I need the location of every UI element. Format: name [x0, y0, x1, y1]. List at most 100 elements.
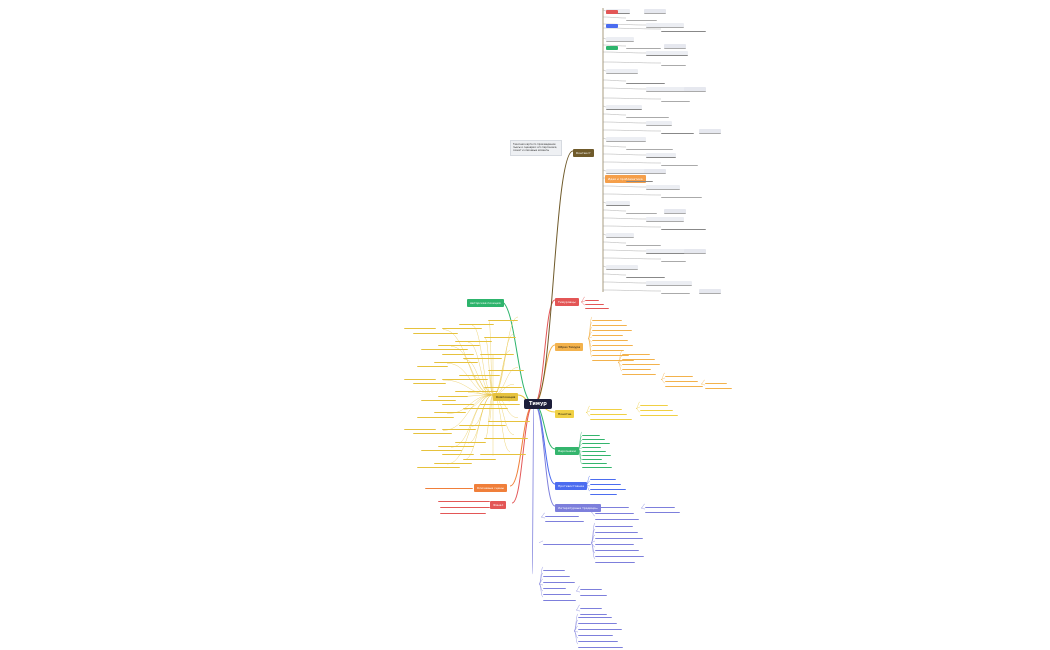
subnode[interactable]: [417, 463, 460, 468]
subnode[interactable]: [578, 637, 618, 642]
subnode[interactable]: [440, 509, 486, 514]
subnode[interactable]: [626, 209, 657, 214]
subnode[interactable]: [578, 619, 617, 624]
subnode[interactable]: [413, 429, 452, 435]
subnode[interactable]: [699, 129, 721, 134]
subnode[interactable]: [664, 44, 686, 49]
subnode[interactable]: [442, 350, 474, 355]
subnode[interactable]: [434, 408, 466, 414]
subnode[interactable]: [595, 509, 634, 514]
subnode[interactable]: [606, 265, 638, 270]
subnode[interactable]: [592, 351, 629, 356]
subnode[interactable]: [661, 61, 686, 66]
subnode[interactable]: [459, 371, 500, 376]
subnode[interactable]: [646, 281, 692, 286]
subnode[interactable]: [595, 528, 638, 533]
subnode[interactable]: [592, 346, 624, 351]
subnode[interactable]: [421, 446, 462, 452]
subnode[interactable]: [592, 331, 623, 336]
subnode[interactable]: [595, 503, 629, 508]
subnode[interactable]: [438, 392, 468, 397]
subnode[interactable]: [592, 341, 633, 346]
subnode[interactable]: [459, 320, 494, 326]
subnode[interactable]: [488, 366, 524, 372]
subnode[interactable]: [582, 447, 606, 452]
subnode[interactable]: [442, 425, 476, 431]
subnode[interactable]: [640, 406, 673, 411]
subnode[interactable]: [699, 289, 721, 294]
subnode[interactable]: [590, 415, 632, 420]
subnode[interactable]: [543, 596, 576, 601]
subnode[interactable]: [661, 27, 706, 32]
subnode[interactable]: [664, 209, 686, 214]
subnode[interactable]: [578, 613, 612, 618]
subnode[interactable]: [646, 249, 688, 254]
subnode[interactable]: [459, 421, 506, 426]
subnode[interactable]: [543, 590, 571, 595]
floating-note[interactable]: Тезисная карта по произведению пьесы и с…: [510, 140, 562, 156]
subnode[interactable]: [580, 591, 607, 596]
subnode[interactable]: [585, 304, 609, 309]
subnode[interactable]: [626, 113, 669, 118]
subnode[interactable]: [592, 326, 632, 331]
subnode[interactable]: [434, 459, 472, 464]
subnode[interactable]: [463, 354, 502, 359]
subnode[interactable]: [622, 370, 656, 375]
subnode[interactable]: [582, 443, 601, 448]
subnode[interactable]: [661, 129, 694, 134]
subnode[interactable]: [455, 438, 486, 443]
branch-author[interactable]: Авторская позиция: [467, 299, 504, 307]
subnode[interactable]: [545, 517, 584, 522]
subnode[interactable]: [592, 336, 628, 341]
branch-traditions[interactable]: Литературные традиции: [555, 504, 601, 512]
subnode[interactable]: [661, 225, 706, 230]
subnode[interactable]: [543, 578, 575, 583]
subnode[interactable]: [434, 358, 478, 363]
subnode[interactable]: [661, 257, 686, 262]
branch-heroes[interactable]: Тимуровцы: [555, 298, 579, 306]
subnode[interactable]: [640, 411, 678, 416]
subnode[interactable]: [438, 442, 474, 447]
subnode[interactable]: [595, 540, 634, 545]
subnode[interactable]: [580, 585, 602, 590]
subnode[interactable]: [592, 321, 627, 326]
branch-characters[interactable]: Персонажи: [555, 447, 579, 455]
subnode[interactable]: [665, 382, 703, 387]
subnode[interactable]: [622, 360, 660, 365]
subnode[interactable]: [646, 87, 692, 92]
subnode[interactable]: [438, 341, 480, 347]
subnode[interactable]: [626, 145, 673, 150]
subnode[interactable]: [646, 51, 688, 56]
subnode[interactable]: [442, 324, 482, 330]
subnode[interactable]: [590, 475, 616, 480]
subnode[interactable]: [606, 201, 630, 206]
branch-conflict[interactable]: Противостояние: [555, 482, 588, 490]
subnode[interactable]: [595, 515, 639, 520]
subnode[interactable]: [484, 383, 522, 389]
subnode[interactable]: [543, 584, 566, 589]
subnode[interactable]: [640, 401, 668, 406]
subnode[interactable]: [413, 329, 458, 334]
subnode[interactable]: [463, 404, 508, 410]
subnode[interactable]: [421, 396, 456, 401]
subnode[interactable]: [543, 540, 591, 545]
subnode[interactable]: [438, 497, 490, 502]
subnode[interactable]: [705, 384, 732, 389]
subnode[interactable]: [644, 9, 666, 14]
subnode[interactable]: [578, 631, 613, 636]
subnode[interactable]: [580, 610, 607, 615]
subnode[interactable]: [585, 300, 604, 305]
subnode[interactable]: [645, 503, 675, 508]
subnode[interactable]: [595, 558, 635, 563]
subnode[interactable]: [590, 480, 621, 485]
subnode[interactable]: [626, 79, 665, 84]
subnode[interactable]: [626, 16, 657, 21]
subnode[interactable]: [425, 484, 473, 489]
subnode[interactable]: [595, 522, 633, 527]
subnode[interactable]: [421, 345, 468, 351]
root-node[interactable]: Тимур: [524, 399, 552, 409]
subnode[interactable]: [595, 534, 643, 539]
subnode[interactable]: [661, 289, 690, 294]
subnode[interactable]: [665, 372, 693, 377]
subnode[interactable]: [582, 463, 612, 468]
